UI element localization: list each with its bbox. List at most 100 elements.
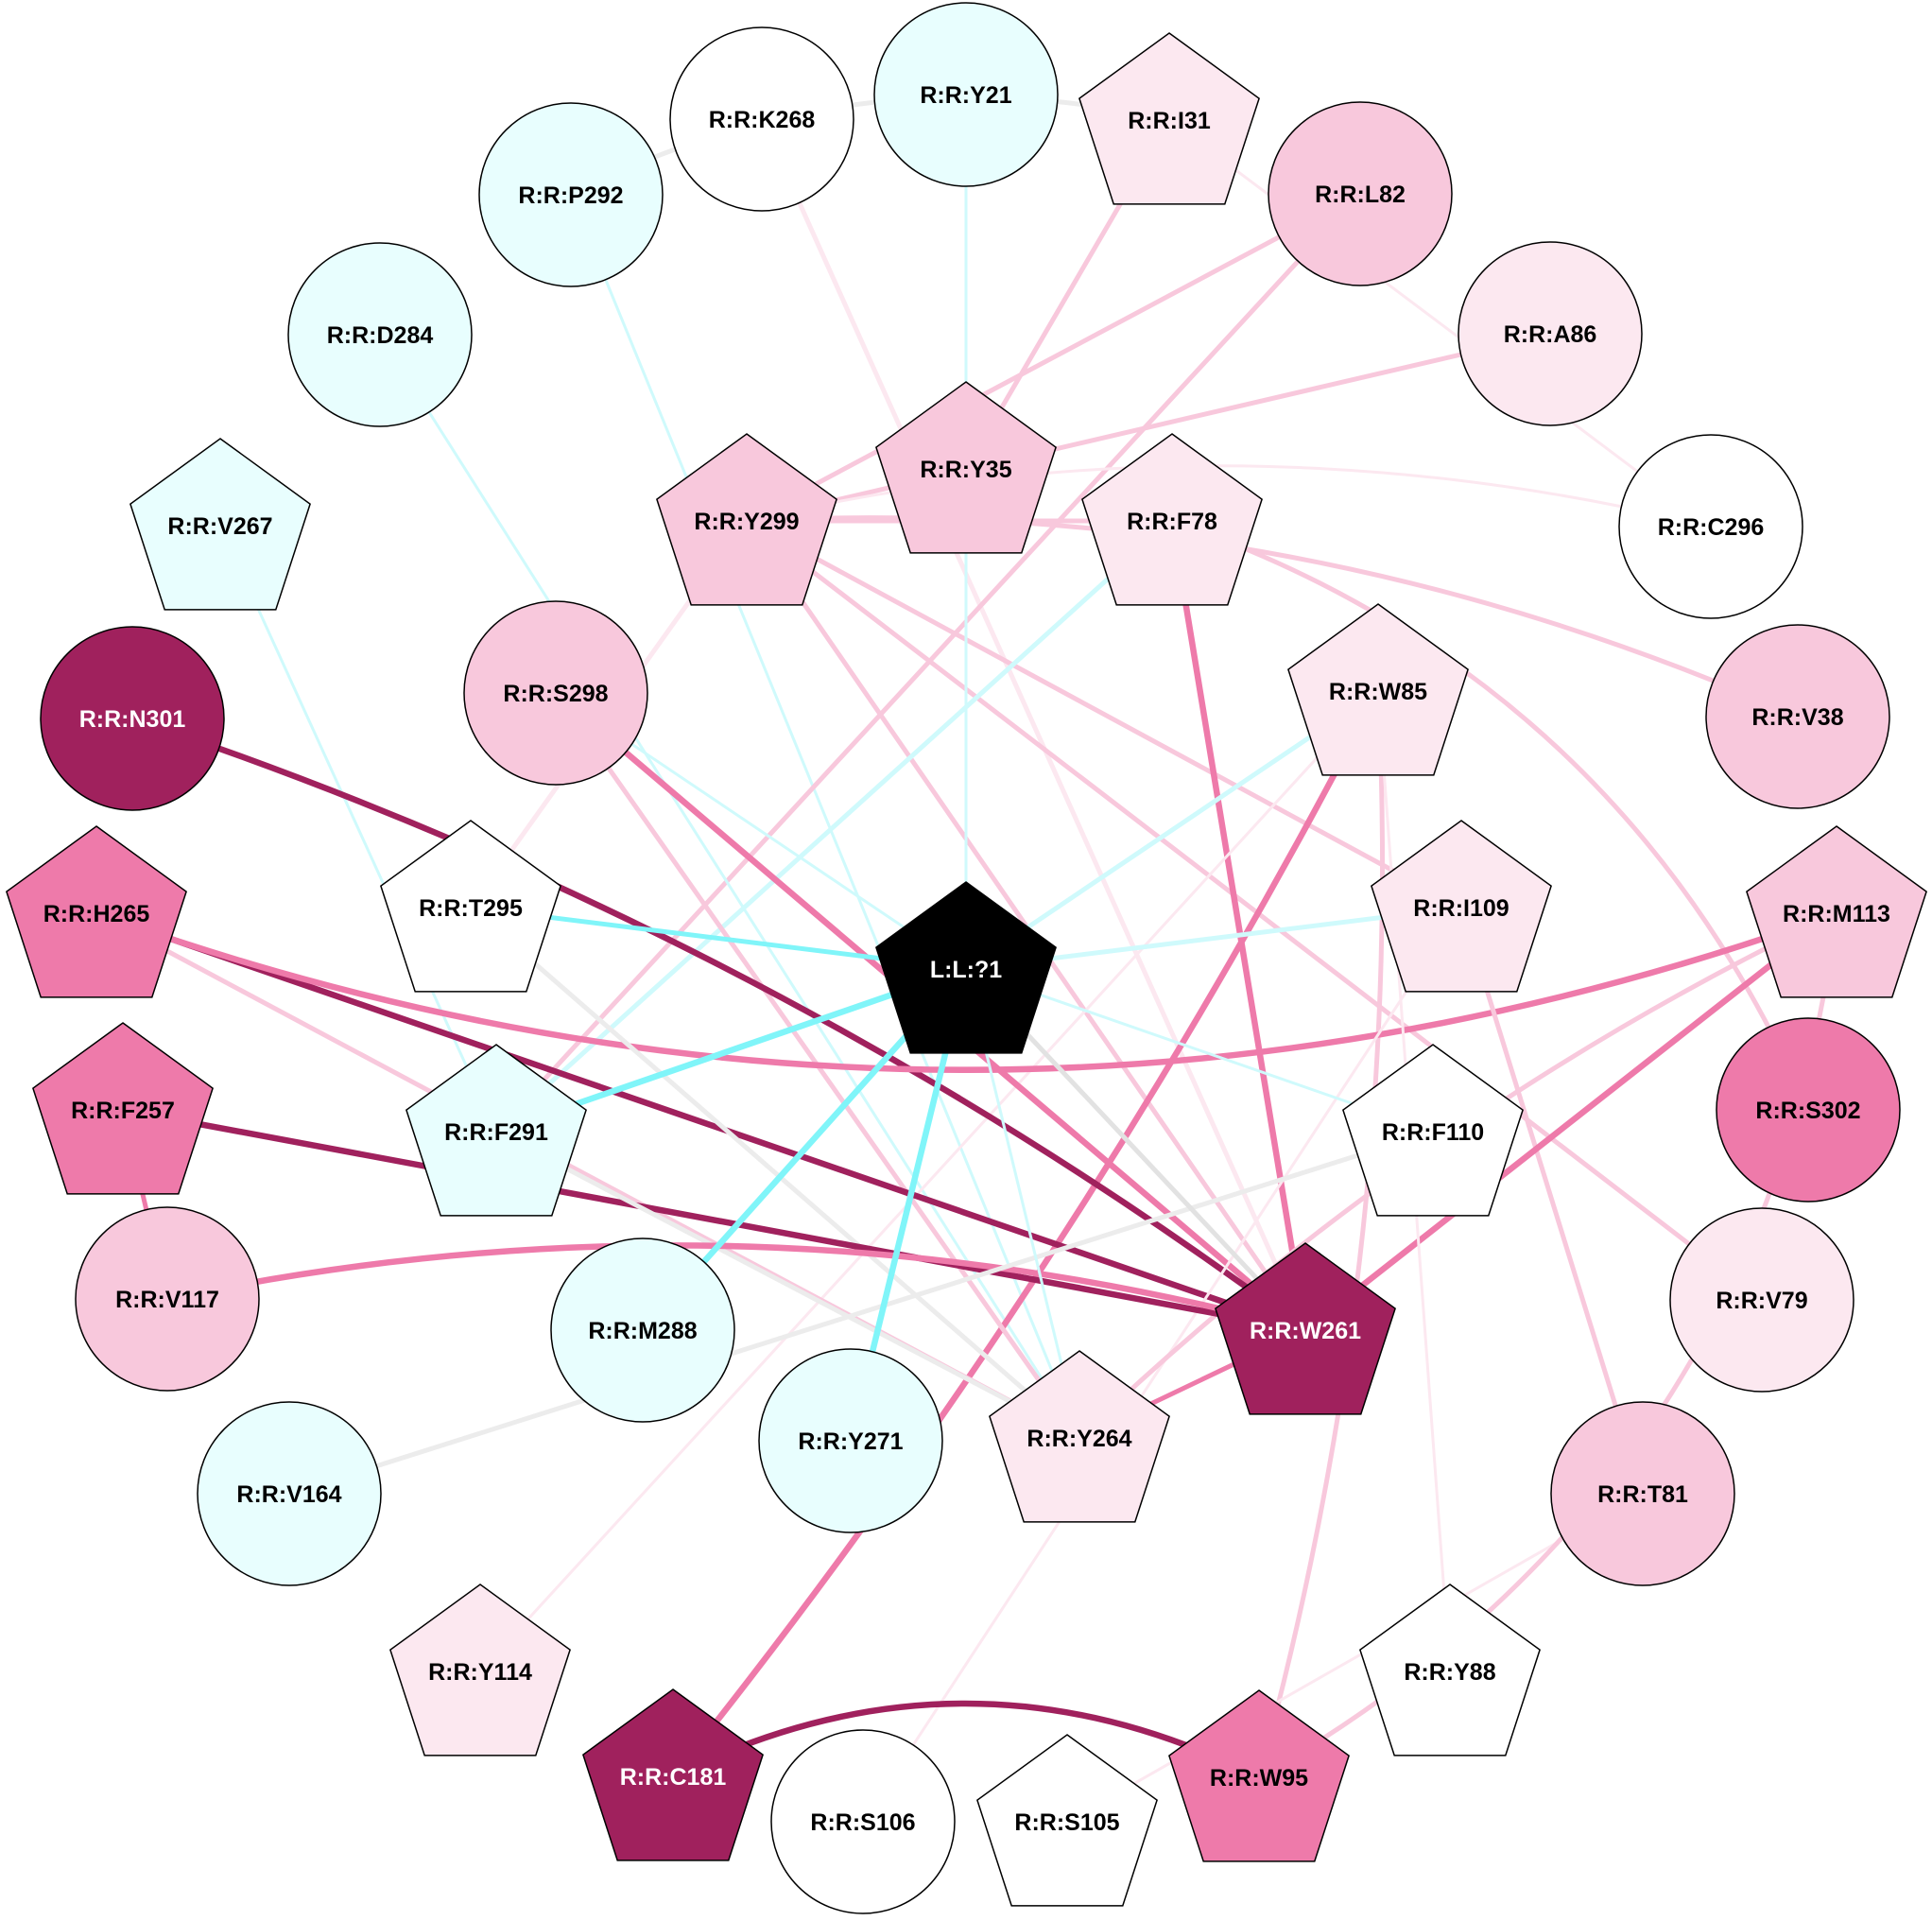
node-residue-h265[interactable]: R:R:H265 xyxy=(6,825,187,998)
node-label: R:R:Y21 xyxy=(920,82,1011,109)
edge-residue-f291-residue-y264 xyxy=(493,1129,1082,1441)
edge-residue-w85-residue-w95 xyxy=(1256,688,1386,1780)
edge-residue-p292-residue-y264 xyxy=(569,193,1081,1440)
edge-residue-d284-residue-y264 xyxy=(378,333,1081,1440)
node-residue-s302[interactable]: R:R:S302 xyxy=(1716,1017,1901,1203)
node-circle-shape xyxy=(75,1206,260,1392)
node-residue-v117[interactable]: R:R:V117 xyxy=(75,1206,260,1392)
node-residue-f110[interactable]: R:R:F110 xyxy=(1342,1044,1524,1217)
node-label: R:R:Y35 xyxy=(920,457,1011,483)
node-residue-k268[interactable]: R:R:K268 xyxy=(669,26,854,212)
node-residue-c181[interactable]: R:R:C181 xyxy=(582,1688,764,1861)
node-circle-shape xyxy=(1458,241,1643,426)
node-label: R:R:V164 xyxy=(236,1481,341,1508)
node-residue-v38[interactable]: R:R:V38 xyxy=(1705,624,1890,809)
edge-residue-k268-residue-w261 xyxy=(759,116,1308,1333)
node-residue-w95[interactable]: R:R:W95 xyxy=(1168,1689,1350,1862)
node-residue-s298[interactable]: R:R:S298 xyxy=(463,600,648,786)
node-circle-shape xyxy=(1705,624,1890,809)
node-residue-i109[interactable]: R:R:I109 xyxy=(1371,820,1552,993)
node-residue-y114[interactable]: R:R:Y114 xyxy=(389,1584,571,1757)
node-label: R:R:M288 xyxy=(588,1318,697,1344)
node-label: R:R:L82 xyxy=(1315,182,1406,208)
node-ligand-l1[interactable]: L:L:?1 xyxy=(875,881,1057,1054)
edge-residue-m113-residue-w261 xyxy=(1302,909,1840,1334)
node-residue-f291[interactable]: R:R:F291 xyxy=(405,1044,587,1217)
node-circle-shape xyxy=(1618,434,1803,619)
node-residue-y35[interactable]: R:R:Y35 xyxy=(875,381,1057,554)
node-label: R:R:K268 xyxy=(709,107,816,133)
node-pentagon-shape xyxy=(1215,1242,1396,1415)
node-residue-y88[interactable]: R:R:Y88 xyxy=(1359,1584,1541,1757)
node-circle-shape xyxy=(770,1729,956,1914)
node-label: R:R:V79 xyxy=(1716,1288,1807,1314)
node-residue-f78[interactable]: R:R:F78 xyxy=(1081,433,1263,606)
node-circle-shape xyxy=(1669,1207,1854,1393)
node-label: R:R:S298 xyxy=(503,681,608,707)
node-circle-shape xyxy=(1716,1017,1901,1203)
node-circle-shape xyxy=(478,102,664,287)
edge-residue-n301-residue-w261 xyxy=(129,715,1309,1334)
node-label: R:R:P292 xyxy=(518,182,623,209)
node-pentagon-shape xyxy=(656,433,837,606)
node-residue-l82[interactable]: R:R:L82 xyxy=(1268,101,1453,286)
node-circle-shape xyxy=(287,242,473,427)
node-residue-i31[interactable]: R:R:I31 xyxy=(1078,32,1260,205)
node-residue-v164[interactable]: R:R:V164 xyxy=(197,1401,382,1586)
edge-residue-t295-residue-y264 xyxy=(468,905,1082,1441)
node-label: R:R:A86 xyxy=(1504,321,1597,348)
edge-residue-f78-residue-w261 xyxy=(1168,517,1309,1334)
edge-residue-v267-residue-f291 xyxy=(218,524,498,1134)
node-label: R:R:W95 xyxy=(1210,1765,1308,1791)
node-label: R:R:S105 xyxy=(1014,1809,1119,1836)
node-residue-y271[interactable]: R:R:Y271 xyxy=(758,1348,943,1533)
node-circle-shape xyxy=(669,26,854,212)
edge-residue-y299-residue-v79 xyxy=(744,518,1765,1303)
node-residue-v79[interactable]: R:R:V79 xyxy=(1669,1207,1854,1393)
node-residue-d284[interactable]: R:R:D284 xyxy=(287,242,473,427)
node-label: R:R:Y264 xyxy=(1026,1426,1131,1452)
node-residue-p292[interactable]: R:R:P292 xyxy=(478,102,664,287)
node-label: R:R:I109 xyxy=(1413,895,1509,922)
node-residue-s106[interactable]: R:R:S106 xyxy=(770,1729,956,1914)
node-residue-a86[interactable]: R:R:A86 xyxy=(1458,241,1643,426)
node-label: R:R:F257 xyxy=(71,1098,175,1124)
node-residue-n301[interactable]: R:R:N301 xyxy=(40,626,225,811)
node-pentagon-shape xyxy=(1371,820,1552,993)
node-pentagon-shape xyxy=(389,1584,571,1757)
node-residue-c296[interactable]: R:R:C296 xyxy=(1618,434,1803,619)
edge-residue-y299-residue-i109 xyxy=(744,518,1464,910)
node-pentagon-shape xyxy=(1287,603,1469,776)
node-pentagon-shape xyxy=(405,1044,587,1217)
node-pentagon-shape xyxy=(989,1350,1170,1523)
node-residue-w261[interactable]: R:R:W261 xyxy=(1215,1242,1396,1415)
node-residue-v267[interactable]: R:R:V267 xyxy=(129,438,311,611)
node-circle-shape xyxy=(1268,101,1453,286)
node-residue-s105[interactable]: R:R:S105 xyxy=(976,1734,1158,1907)
node-residue-y264[interactable]: R:R:Y264 xyxy=(989,1350,1170,1523)
node-pentagon-shape xyxy=(1359,1584,1541,1757)
node-residue-t295[interactable]: R:R:T295 xyxy=(380,820,561,993)
node-residue-f257[interactable]: R:R:F257 xyxy=(32,1022,214,1195)
node-pentagon-shape xyxy=(32,1022,214,1195)
node-residue-m288[interactable]: R:R:M288 xyxy=(550,1237,735,1423)
node-circle-shape xyxy=(758,1348,943,1533)
node-residue-m113[interactable]: R:R:M113 xyxy=(1746,825,1927,998)
node-label: R:R:S302 xyxy=(1755,1098,1860,1124)
node-label: R:R:T295 xyxy=(419,895,523,922)
node-residue-t81[interactable]: R:R:T81 xyxy=(1550,1401,1735,1586)
node-residue-y299[interactable]: R:R:Y299 xyxy=(656,433,837,606)
node-pentagon-shape xyxy=(1342,1044,1524,1217)
node-pentagon-shape xyxy=(1168,1689,1350,1862)
node-circle-shape xyxy=(1550,1401,1735,1586)
node-label: R:R:M113 xyxy=(1783,901,1890,927)
node-pentagon-shape xyxy=(976,1734,1158,1907)
node-residue-w85[interactable]: R:R:W85 xyxy=(1287,603,1469,776)
edge-residue-h265-residue-m113 xyxy=(93,909,1840,1073)
node-residue-y21[interactable]: R:R:Y21 xyxy=(873,2,1059,187)
node-pentagon-shape xyxy=(875,881,1057,1054)
node-label: R:R:V267 xyxy=(167,513,272,540)
edge-residue-c181-residue-w95 xyxy=(669,1700,1263,1781)
node-circle-shape xyxy=(550,1237,735,1423)
node-label: R:R:F78 xyxy=(1127,509,1217,535)
